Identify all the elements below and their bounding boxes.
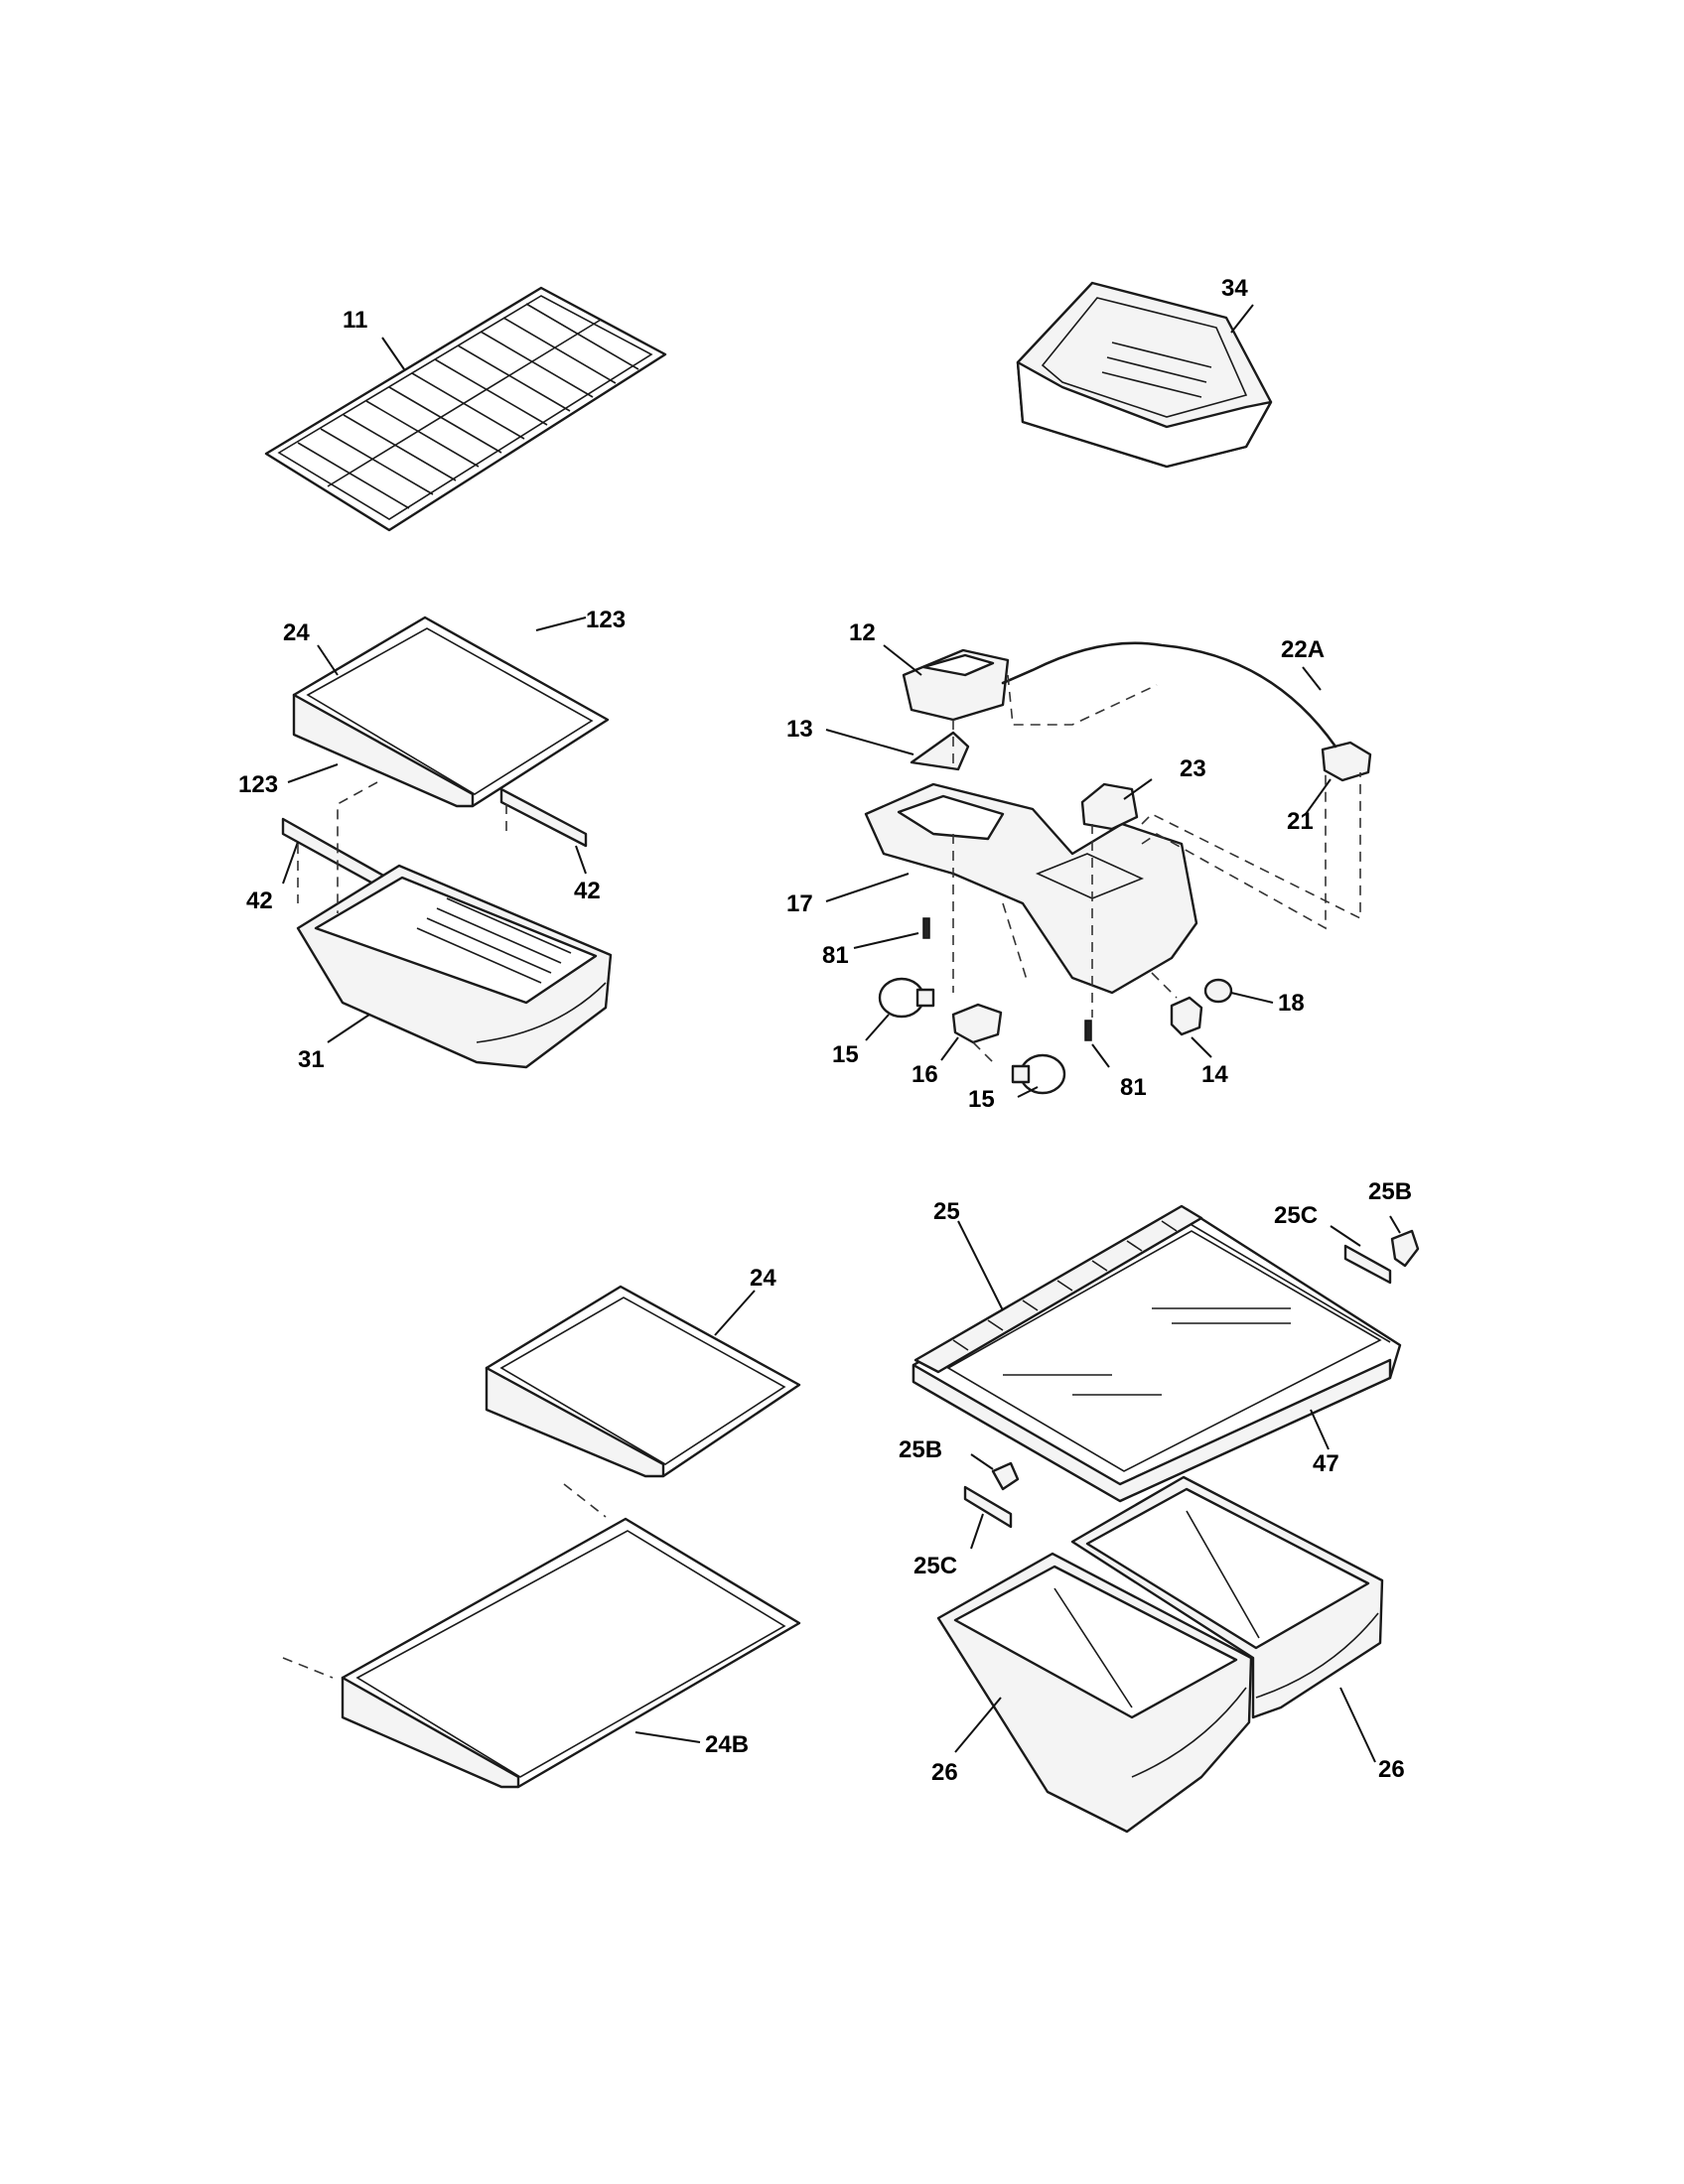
callout-123-b: 123	[238, 771, 278, 798]
callout-14: 14	[1201, 1061, 1228, 1088]
callout-24-top: 24	[283, 619, 310, 646]
clip-25B-right	[1389, 1215, 1420, 1268]
crisper-bin-26-right	[1070, 1475, 1384, 1763]
callout-13: 13	[786, 716, 813, 743]
callout-25C-b: 25C	[913, 1553, 957, 1579]
wire-shelf-11	[264, 286, 667, 532]
socket-16	[940, 1003, 1003, 1061]
crisper-cover-47	[912, 1207, 1402, 1503]
callout-15-b: 15	[968, 1086, 995, 1113]
glass-shelf-24B	[341, 1517, 801, 1789]
defrost-timer-23	[1080, 778, 1153, 831]
crisper-pan-31	[296, 864, 613, 1069]
light-housing-17	[825, 782, 1198, 995]
diffuser-13	[825, 729, 970, 771]
callout-12: 12	[849, 619, 876, 646]
rail-42-right	[499, 787, 588, 875]
callout-34: 34	[1221, 275, 1248, 302]
callout-24-bottom: 24	[750, 1265, 776, 1292]
callout-15-a: 15	[832, 1041, 859, 1068]
callout-42-a: 42	[574, 878, 601, 904]
bracket-25C-right	[1330, 1225, 1392, 1285]
callout-26-a: 26	[931, 1759, 958, 1786]
bracket-25C-left	[963, 1485, 1013, 1550]
callout-25: 25	[933, 1198, 960, 1225]
callout-26-b: 26	[1378, 1756, 1405, 1783]
callout-labels: 11 34 24 123 123 42 42 31 12 22A 13 23 2…	[238, 275, 1412, 1786]
assembly-dashes-bottom-left	[282, 1483, 607, 1679]
switch-14	[1170, 996, 1212, 1058]
wire-harness-22A	[1001, 641, 1337, 749]
callout-24B: 24B	[705, 1731, 749, 1758]
bulb-15-left	[865, 977, 935, 1041]
glass-shelf-24-bottom	[485, 1285, 801, 1478]
assembly-dashes-right	[952, 674, 1361, 1063]
crisper-bin-26-left	[936, 1552, 1253, 1834]
screw-81-left	[853, 917, 930, 949]
callout-11: 11	[343, 307, 367, 334]
callout-81-b: 81	[1120, 1074, 1147, 1101]
callout-23: 23	[1180, 755, 1206, 782]
callout-31: 31	[298, 1046, 325, 1073]
callout-25B-b: 25B	[899, 1436, 942, 1463]
clip-25B-left	[970, 1453, 1020, 1491]
callout-123-a: 123	[586, 607, 626, 633]
callout-47: 47	[1313, 1450, 1339, 1477]
callout-16: 16	[912, 1061, 938, 1088]
callout-22A: 22A	[1281, 636, 1325, 663]
grille-25	[913, 1204, 1203, 1374]
assembly-dashes-left	[297, 781, 507, 913]
cover-12	[883, 644, 1010, 722]
callout-17: 17	[786, 890, 813, 917]
knob-18	[1203, 978, 1274, 1004]
tray-34	[1016, 281, 1273, 469]
callout-42-b: 42	[246, 887, 273, 914]
callout-25C-a: 25C	[1274, 1202, 1318, 1229]
switch-21	[1305, 741, 1372, 815]
bulb-15-right	[1011, 1053, 1066, 1098]
callout-21: 21	[1287, 808, 1314, 835]
glass-shelf-24-top	[287, 615, 610, 808]
callout-18: 18	[1278, 990, 1305, 1017]
callout-81-a: 81	[822, 942, 849, 969]
callout-25B-a: 25B	[1368, 1178, 1412, 1205]
screw-81-right	[1084, 1020, 1110, 1068]
